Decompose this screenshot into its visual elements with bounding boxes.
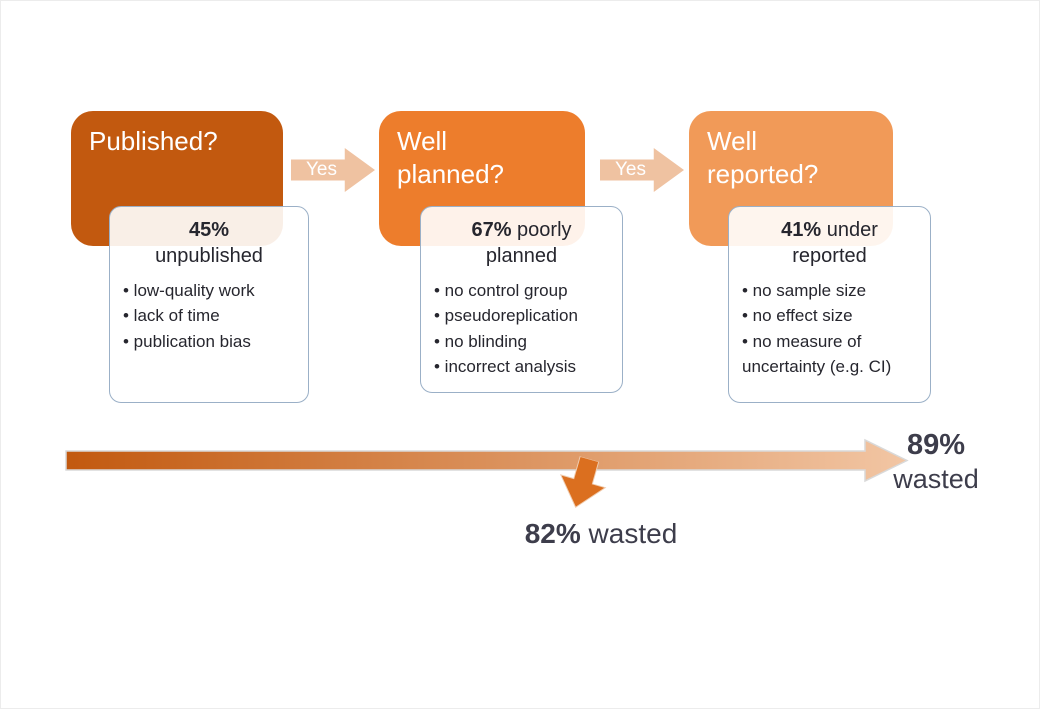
stage-question: Well planned? <box>397 126 504 190</box>
bullet-item: • no effect size <box>742 306 853 326</box>
waste-arrow-shape <box>65 438 909 483</box>
callout-stat-rest: poorly <box>511 219 572 241</box>
bullet-item: • incorrect analysis <box>434 357 577 377</box>
waste-mid-word: wasted <box>580 518 678 549</box>
waste-mid-label: 82% wasted <box>456 518 746 550</box>
callout-poorly-planned: 67% poorly planned • no control group • p… <box>420 206 623 393</box>
callout-stat: 67% <box>471 219 512 241</box>
callout-stat: 45% <box>188 219 230 241</box>
callout-under-reported: 41% under reported • no sample size• no … <box>728 206 931 403</box>
callout-unpublished: 45% unpublished • low-quality work • lack… <box>109 206 309 403</box>
stage-question: Well reported? <box>707 126 819 190</box>
bullet-item: • no measure of uncertainty (e.g. CI) <box>742 331 892 377</box>
callout-heading-line2: unpublished <box>155 245 263 268</box>
callout-heading: 45% unpublished <box>110 217 308 270</box>
callout-stat: 41% <box>781 219 822 241</box>
bullet-item: • no sample size <box>742 280 867 300</box>
waste-end-label: 89% wasted <box>866 428 1006 495</box>
callout-heading: 67% poorly planned <box>421 217 622 270</box>
yes-arrow-icon: Yes <box>291 148 375 192</box>
yes-arrow-icon: Yes <box>600 148 684 192</box>
callout-heading: 41% under reported <box>729 217 930 270</box>
waste-end-percent: 89% <box>906 429 966 461</box>
callout-heading-line1: 45% <box>110 217 308 243</box>
bullet-item: • low-quality work <box>123 280 255 300</box>
yes-label: Yes <box>615 159 646 180</box>
bullet-item: • pseudoreplication <box>434 306 578 326</box>
down-arrow-shape <box>559 455 607 508</box>
callout-heading-line2: reported <box>792 245 867 268</box>
waste-gradient-arrow-icon <box>65 438 909 483</box>
yes-label: Yes <box>306 159 337 180</box>
bullet-item: • lack of time <box>123 306 220 326</box>
bullet-item: • publication bias <box>123 331 251 351</box>
callout-heading-line1: 67% poorly <box>421 217 622 243</box>
stage-question: Published? <box>89 126 218 156</box>
callout-heading-line1: 41% under <box>729 217 930 243</box>
callout-heading-line2: planned <box>485 245 558 268</box>
callout-stat-rest: under <box>821 219 878 241</box>
callout-bullet-list: • no sample size • no effect size • no mea… <box>729 278 930 380</box>
callout-bullet-list: • no control group • pseudoreplication • n… <box>421 278 622 380</box>
waste-mid-percent: 82% <box>524 518 581 549</box>
down-branch-arrow-icon <box>559 455 607 508</box>
waste-end-word: wasted <box>893 463 979 494</box>
callout-bullet-list: • low-quality work • lack of time • public… <box>110 278 308 355</box>
bullet-item: • no blinding <box>434 331 527 351</box>
bullet-item: • no control group <box>434 280 568 300</box>
